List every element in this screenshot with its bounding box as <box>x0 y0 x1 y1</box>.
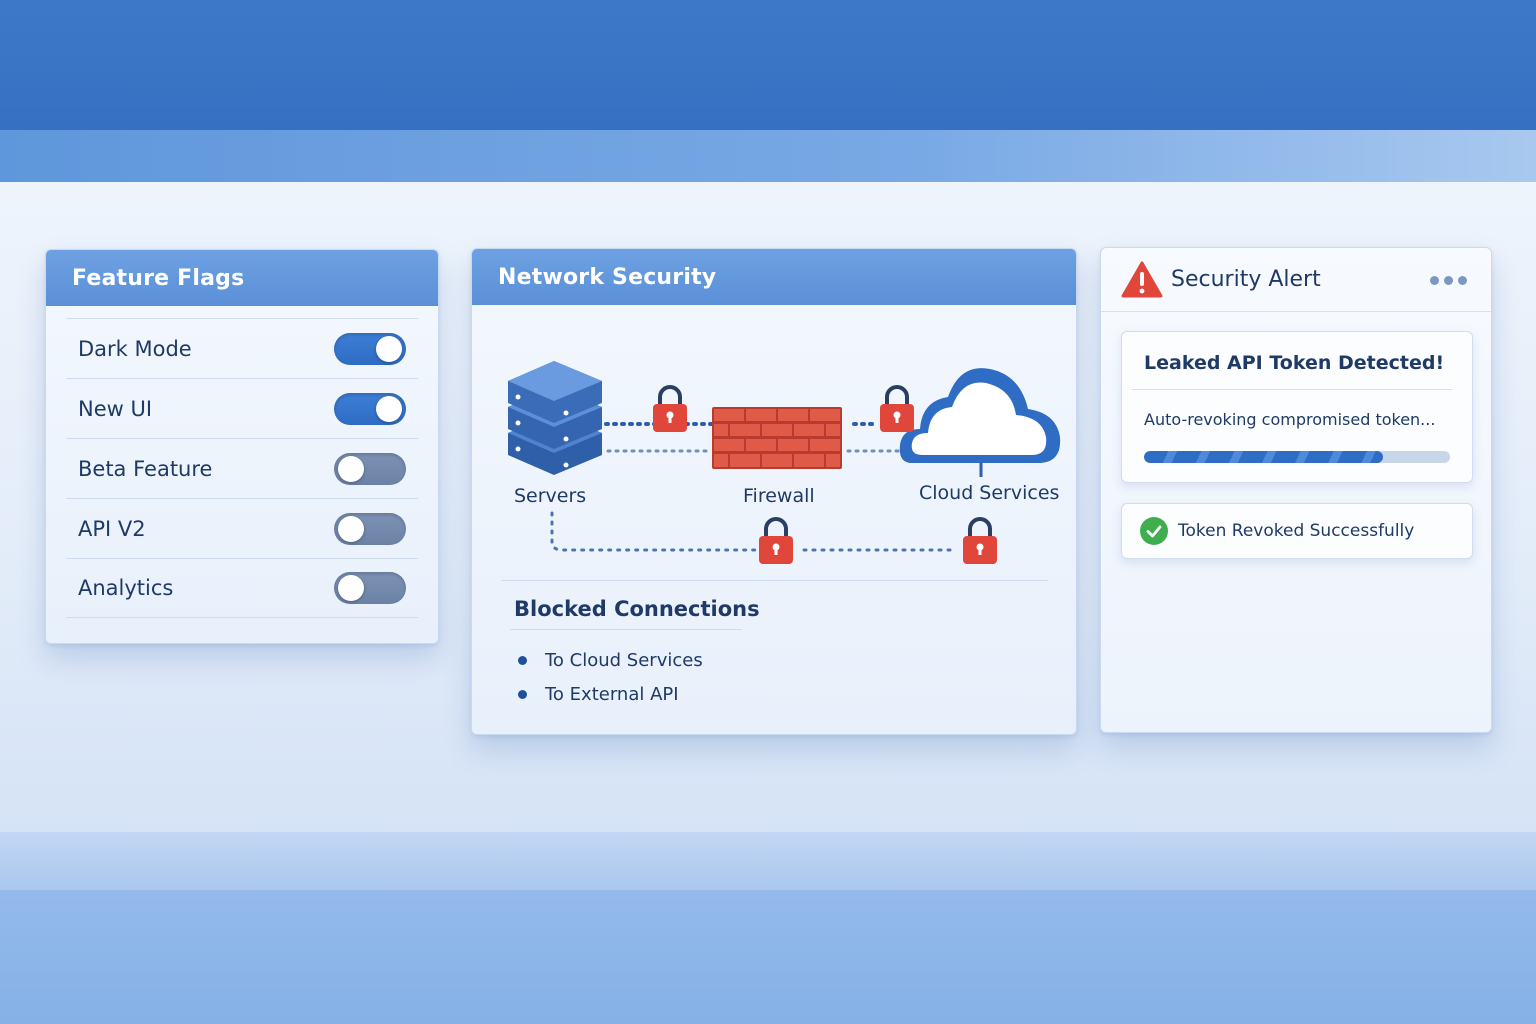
brick-wall-icon <box>712 407 842 469</box>
flag-row-beta-feature: Beta Feature <box>66 438 418 498</box>
revoking-status-text: Auto-revoking compromised token... <box>1144 410 1436 429</box>
padlock-icon <box>880 385 914 432</box>
blocked-item-label: To External API <box>545 683 679 705</box>
toggle-knob <box>338 515 364 542</box>
toggle-knob <box>376 335 402 362</box>
api-v2-toggle[interactable] <box>334 512 406 545</box>
analytics-toggle[interactable] <box>334 572 406 604</box>
new-ui-toggle[interactable] <box>334 392 406 425</box>
sub-banner <box>0 130 1536 182</box>
cloud-icon <box>899 368 1061 463</box>
toggle-knob <box>338 575 364 601</box>
more-dots-icon[interactable] <box>1430 276 1467 285</box>
network-security-title: Network Security <box>472 249 1076 305</box>
blocked-connections-list: To Cloud Services To External API <box>518 643 703 711</box>
bullet-icon <box>518 689 527 699</box>
padlock-icon <box>759 517 793 564</box>
feature-flag-list: Dark Mode New UI Beta Feature API V2 Ana… <box>46 306 438 618</box>
dot <box>1444 276 1453 285</box>
flag-row-analytics: Analytics <box>66 558 418 618</box>
flag-label: API V2 <box>78 516 146 541</box>
security-alert-header: Security Alert <box>1101 248 1491 312</box>
revoke-progress-fill <box>1144 451 1383 463</box>
padlock-icon <box>963 517 997 564</box>
cloud-services-label: Cloud Services <box>919 482 1060 504</box>
network-security-panel: Network Security <box>471 248 1077 735</box>
beta-feature-toggle[interactable] <box>334 452 406 485</box>
toggle-knob <box>338 455 364 482</box>
warning-triangle-icon <box>1121 261 1163 297</box>
flag-row-api-v2: API V2 <box>66 498 418 558</box>
token-revoked-card: Token Revoked Successfully <box>1121 503 1473 559</box>
blocked-title-underline <box>510 629 742 630</box>
flag-row-new-ui: New UI <box>66 378 418 438</box>
server-stack-icon <box>508 361 602 475</box>
token-revoked-text: Token Revoked Successfully <box>1178 521 1415 541</box>
firewall-label: Firewall <box>743 485 815 507</box>
list-item: To External API <box>518 677 703 711</box>
leaked-token-title: Leaked API Token Detected! <box>1144 352 1445 374</box>
connection-lines <box>550 422 983 552</box>
revoke-progress-bar <box>1144 451 1450 463</box>
servers-label: Servers <box>514 485 587 507</box>
feature-flags-title: Feature Flags <box>46 250 438 306</box>
flag-label: Beta Feature <box>78 456 213 481</box>
flag-label: Analytics <box>78 576 174 600</box>
toggle-knob <box>376 395 402 422</box>
dot <box>1430 276 1439 285</box>
bullet-icon <box>518 655 527 665</box>
padlock-icon <box>653 385 687 432</box>
section-divider <box>502 580 1048 581</box>
feature-flags-panel: Feature Flags Dark Mode New UI Beta Feat… <box>45 249 439 644</box>
security-alert-title: Security Alert <box>1171 267 1321 292</box>
leaked-token-card: Leaked API Token Detected! Auto-revoking… <box>1121 331 1473 483</box>
flag-row-dark-mode: Dark Mode <box>66 318 418 378</box>
floor-band <box>0 890 1536 1024</box>
card-divider <box>1132 389 1452 390</box>
top-banner <box>0 0 1536 130</box>
flag-label: New UI <box>78 396 153 421</box>
flag-label: Dark Mode <box>78 336 192 361</box>
check-circle-icon <box>1140 517 1168 545</box>
network-diagram <box>508 361 1061 564</box>
blocked-item-label: To Cloud Services <box>545 649 703 671</box>
blocked-connections-title: Blocked Connections <box>514 597 760 621</box>
list-item: To Cloud Services <box>518 643 703 677</box>
dark-mode-toggle[interactable] <box>334 332 406 365</box>
dot <box>1458 276 1467 285</box>
security-alert-panel: Security Alert Leaked API Token Detected… <box>1100 247 1492 733</box>
